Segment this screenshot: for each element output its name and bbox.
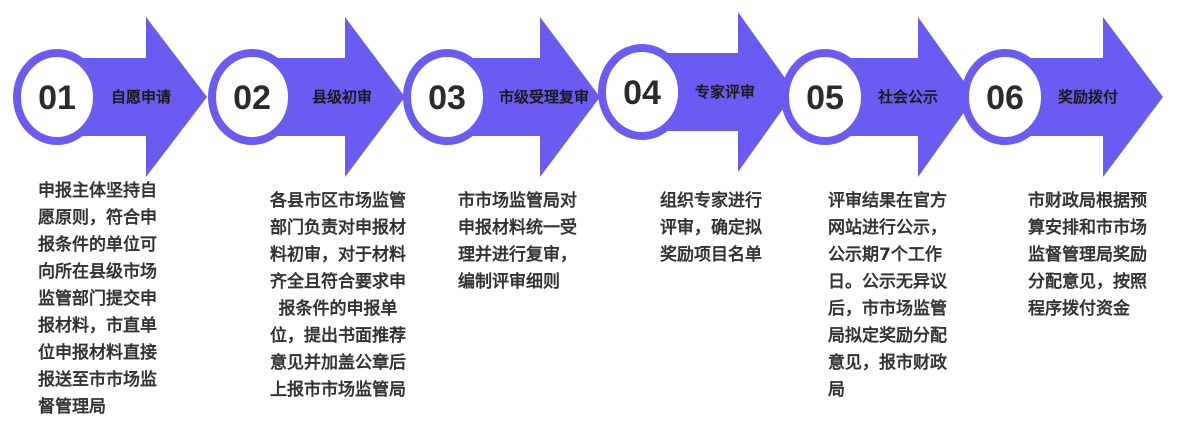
step-04-number: 04 xyxy=(623,74,661,112)
step-03-arrow xyxy=(450,17,600,177)
step-04-arrow xyxy=(645,12,795,172)
step-05-circle xyxy=(781,49,869,145)
step-02-number: 02 xyxy=(233,79,271,117)
step-03-circle xyxy=(403,49,491,145)
step-06-arrow xyxy=(1008,17,1163,177)
step-06-circle xyxy=(961,49,1049,145)
step-06-label: 奖励拨付 xyxy=(1058,88,1118,106)
step-05-arrow xyxy=(828,17,975,177)
step-01-number: 01 xyxy=(38,79,76,117)
step-03-label: 市级受理复审 xyxy=(499,88,589,106)
step-03-number: 03 xyxy=(428,79,466,117)
step-05-label: 社会公示 xyxy=(877,88,938,106)
step-06-number: 06 xyxy=(986,79,1024,117)
step-02-description: 各县市区市场监管 部门负责对申报材 料初审，对于材料 齐全且符合要求申 报条件的… xyxy=(270,191,406,400)
step-05-description: 评审结果在官方 网站进行公示， 公示期7个工作 日。公示无异议 后，市市场监管 … xyxy=(828,191,947,400)
step-05-number: 05 xyxy=(806,79,844,117)
step-01-label: 自愿申请 xyxy=(111,88,171,106)
step-04-circle xyxy=(598,44,686,140)
step-04-label: 专家评审 xyxy=(695,83,755,101)
step-06-description: 市财政局根据预 算安排和市市场 监督管理局奖励 分配意见，按照 程序拨付资金 xyxy=(1028,191,1147,319)
step-01-description: 申报主体坚持自 愿原则，符合申 报条件的单位可 向所在县级市场 监管部门提交申 … xyxy=(38,181,157,417)
step-02-label: 县级初审 xyxy=(312,88,372,106)
step-01-circle xyxy=(13,49,101,145)
process-arrows: 自愿申请 县级初审 市级受理复审 专家评审 社会公示 奖励拨付 01 02 03 04 05 06 xyxy=(13,12,1163,177)
step-03-description: 市市场监管局对 申报材料统一受 理并进行复审， 编制评审细则 xyxy=(458,191,577,292)
step-02-arrow xyxy=(255,17,405,177)
step-02-circle xyxy=(208,49,296,145)
step-01-arrow xyxy=(60,17,207,177)
step-04-description: 组织专家进行 评审，确定拟 奖励项目名单 xyxy=(660,191,762,265)
